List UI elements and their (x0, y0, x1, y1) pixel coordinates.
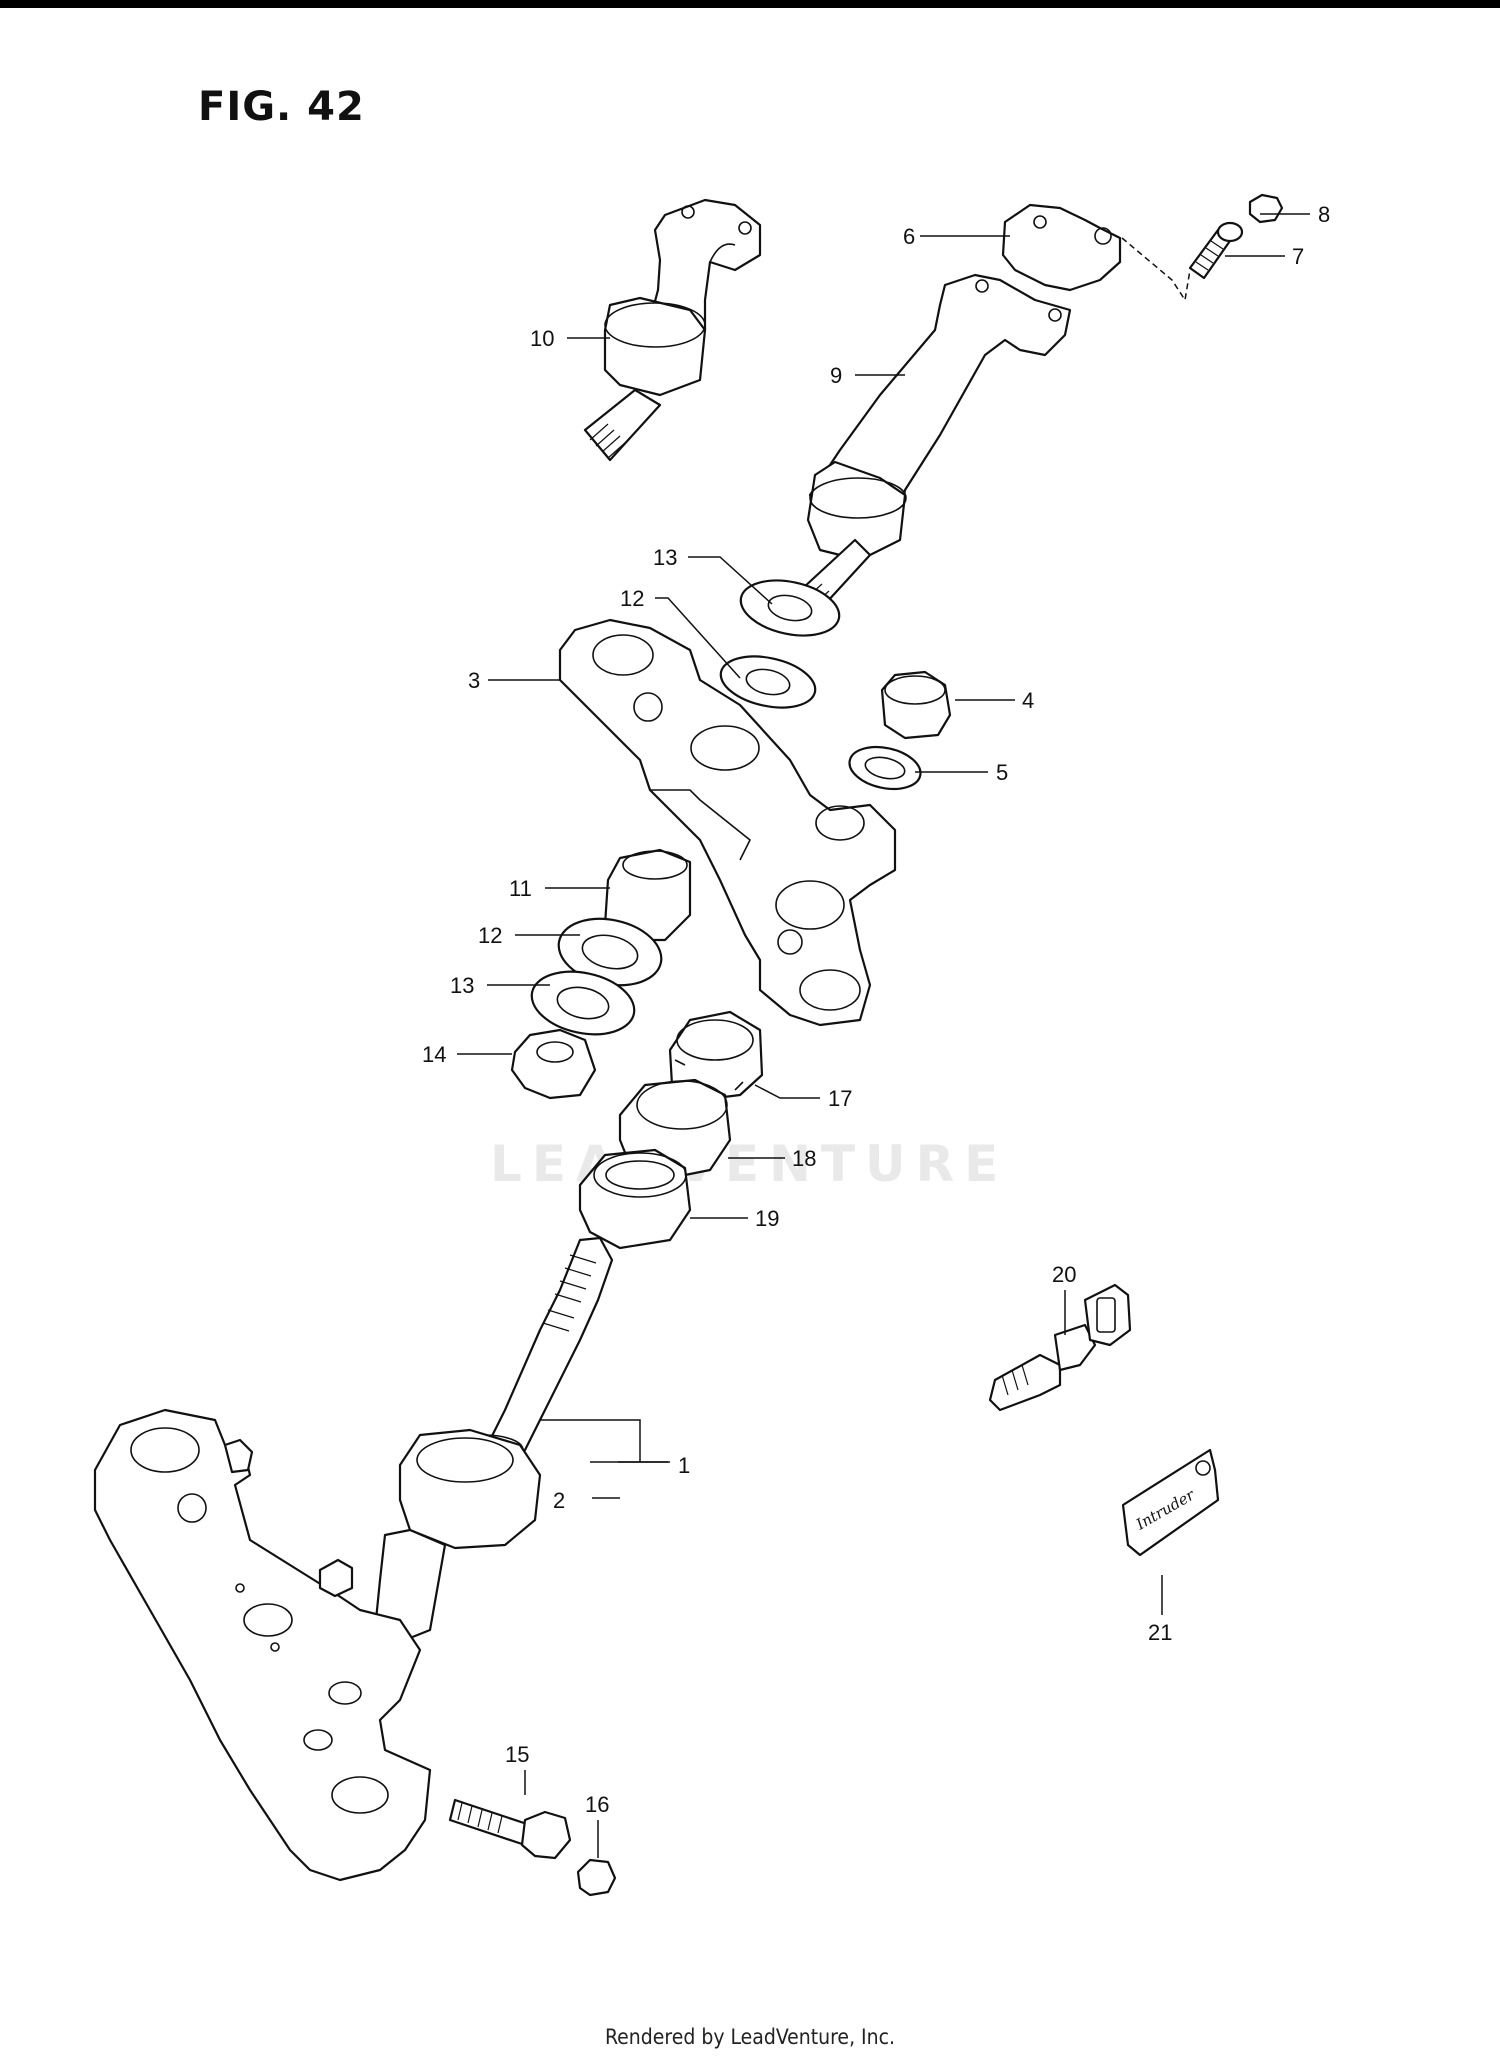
callout-13-lower: 13 (450, 973, 474, 998)
callout-11: 11 (509, 876, 532, 901)
callout-7: 7 (1292, 244, 1304, 269)
callout-20: 20 (1052, 1262, 1076, 1287)
callout-12-lower: 12 (478, 923, 502, 948)
part-1-lower-bracket (93, 1408, 432, 1882)
part-14-nut (510, 1028, 597, 1100)
part-6-upper-clamp (1001, 203, 1122, 292)
callout-1: 1 (678, 1453, 690, 1478)
part-7-bolt (1188, 221, 1244, 280)
part-10-handlebar-holder (583, 198, 762, 462)
leader-lines (457, 213, 1310, 1858)
callout-12-top: 12 (620, 586, 644, 611)
callout-21: 21 (1148, 1620, 1172, 1645)
callout-8: 8 (1318, 202, 1330, 227)
part-5-washer (848, 745, 922, 791)
figure-title: FIG. 42 (198, 84, 365, 130)
callout-14: 14 (422, 1042, 446, 1067)
callout-10: 10 (530, 326, 554, 351)
part-1-steering-stem (373, 1236, 614, 1642)
part-19-bearing (578, 1148, 692, 1250)
callout-4: 4 (1022, 688, 1034, 713)
part-15-bolt (448, 1798, 572, 1860)
footer-credit: Rendered by LeadVenture, Inc. (605, 2025, 895, 2049)
part-8-cap (1248, 193, 1284, 224)
part-13-washer-lower (530, 970, 636, 1036)
part-4-cap-nut (880, 670, 952, 740)
callout-5: 5 (996, 760, 1008, 785)
callout-19: 19 (755, 1206, 779, 1231)
part-13-washer-top (739, 579, 841, 637)
callout-15: 15 (505, 1742, 529, 1767)
part-9-handlebar-holder (788, 273, 1072, 617)
callout-18: 18 (792, 1146, 816, 1171)
part-3-upper-bracket (558, 618, 897, 1027)
callout-16: 16 (585, 1792, 609, 1817)
callout-2: 2 (553, 1488, 565, 1513)
watermark: LEADVENTURE (490, 1135, 1009, 1193)
callout-13-top: 13 (653, 545, 677, 570)
callout-3: 3 (468, 668, 480, 693)
callout-17: 17 (828, 1086, 852, 1111)
callout-labels: 1 2 3 4 5 6 7 8 9 10 11 12 12 13 13 14 1… (422, 202, 1330, 1817)
callout-9: 9 (830, 363, 842, 388)
part-16-nut (576, 1858, 617, 1897)
top-border (0, 0, 1500, 8)
callout-6: 6 (903, 224, 915, 249)
part-21-key-tag: Intruder (1121, 1448, 1220, 1557)
part-12-bushing-top (719, 655, 817, 709)
part-20-key (988, 1283, 1132, 1412)
